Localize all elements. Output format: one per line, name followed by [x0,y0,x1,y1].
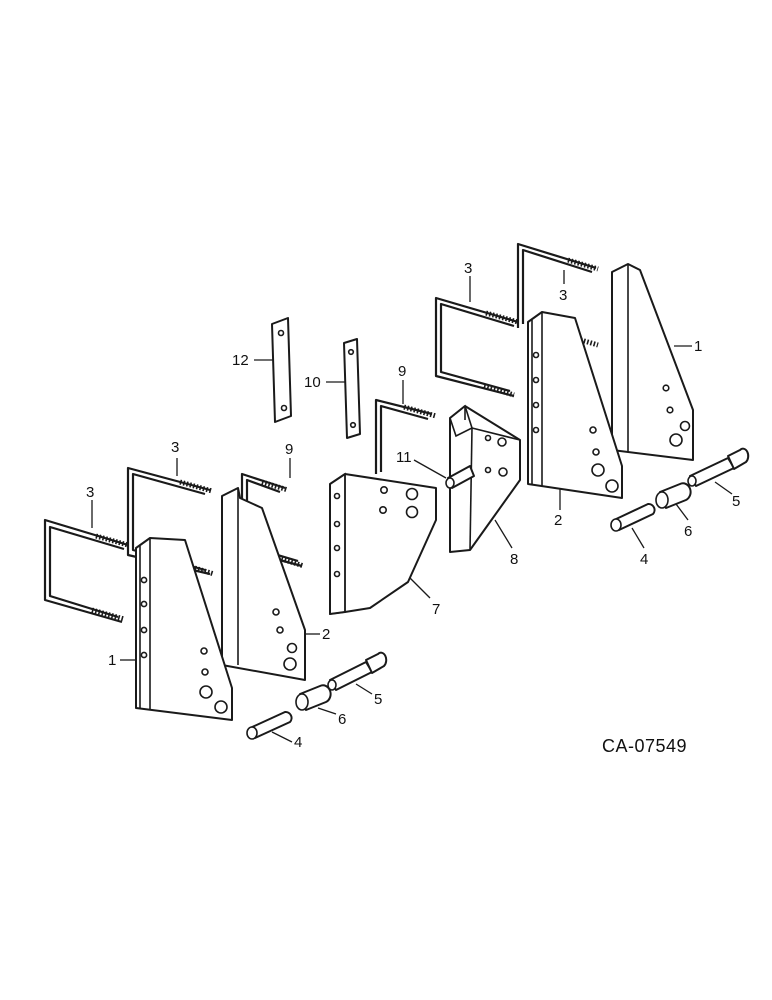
pin-5-right [687,447,750,487]
callout-10: 10 [304,374,321,391]
callout-2-left: 2 [322,626,330,643]
strap-12 [271,317,292,423]
bracket-8 [449,404,521,553]
callout-3-left-rear: 3 [171,439,179,456]
leader-lines [91,270,733,743]
callout-8: 8 [510,551,518,568]
callout-4-right: 4 [640,551,648,568]
callout-6-right: 6 [684,523,692,540]
mounting-plate-1-left [135,537,233,721]
u-bolt-3-left-front [43,518,129,624]
callout-4-left: 4 [294,734,302,751]
callout-1-right: 1 [694,338,702,355]
callout-9-left: 9 [285,441,293,458]
callout-11: 11 [396,449,412,466]
strap-10 [343,338,361,439]
callout-12: 12 [232,352,249,369]
u-bolt-9-middle [374,398,437,474]
callout-5-right: 5 [732,493,740,510]
callout-2-right: 2 [554,512,562,529]
mounting-plate-2-left [221,487,306,681]
pin-5-left [327,651,388,691]
bushing-4-right [610,503,656,532]
figure-code: CA-07549 [602,736,687,756]
sleeve-6-left [295,684,332,711]
pin-11 [445,465,475,489]
callout-1-left: 1 [108,652,116,669]
callout-3-right-front: 3 [464,260,472,277]
bushing-4-left [246,711,293,740]
u-bolt-3-right-front [434,296,519,398]
callout-3-right-rear: 3 [559,287,567,304]
sleeve-6-right [655,482,692,509]
mounting-plate-2-right [527,311,623,499]
bracket-7 [329,472,437,615]
mounting-plate-1-right [611,263,694,461]
callout-3-left-front: 3 [86,484,94,501]
callout-5-left: 5 [374,691,382,708]
callout-7: 7 [432,601,440,618]
callout-6-left: 6 [338,711,346,728]
callout-9-middle: 9 [398,363,406,380]
